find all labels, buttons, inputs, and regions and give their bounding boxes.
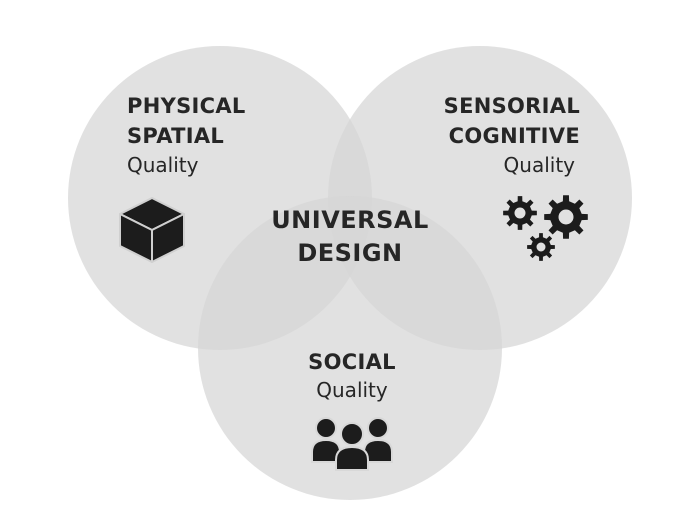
gear-icon	[527, 233, 555, 261]
gear-icon	[544, 195, 588, 239]
gear-icon	[503, 196, 537, 230]
center-label-line2: DESIGN	[297, 239, 402, 267]
social-subtitle: Quality	[316, 378, 388, 402]
sensorial-cognitive-label: SENSORIAL COGNITIVE Quality	[444, 94, 580, 177]
venn-circles	[68, 46, 632, 500]
sensorial-title-line2: COGNITIVE	[449, 124, 580, 148]
sensorial-title-line1: SENSORIAL	[444, 94, 580, 118]
physical-subtitle: Quality	[127, 153, 199, 177]
gears-icon	[503, 195, 588, 261]
social-title-line1: SOCIAL	[308, 350, 396, 374]
physical-title-line2: SPATIAL	[127, 124, 224, 148]
cube-icon	[119, 197, 185, 263]
sensorial-subtitle: Quality	[504, 153, 576, 177]
social-label: SOCIAL Quality	[308, 350, 396, 402]
people-group-icon	[311, 417, 393, 471]
center-label: UNIVERSAL DESIGN	[271, 206, 429, 267]
center-label-line1: UNIVERSAL	[271, 206, 429, 234]
social-circle	[198, 196, 502, 500]
physical-title-line1: PHYSICAL	[127, 94, 246, 118]
physical-spatial-label: PHYSICAL SPATIAL Quality	[127, 94, 246, 177]
